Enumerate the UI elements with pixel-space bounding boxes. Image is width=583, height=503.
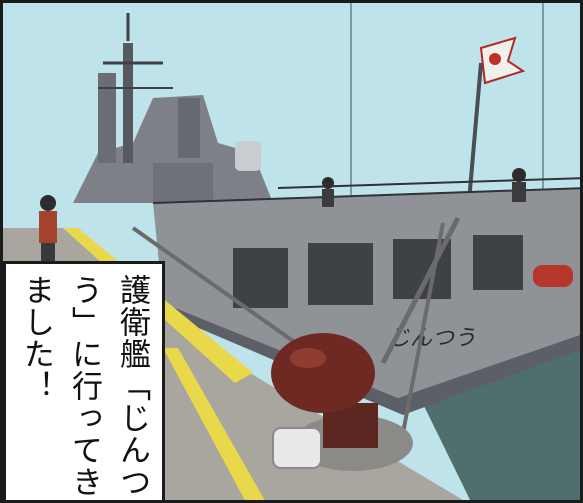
pier-edge-stripe <box>163 348 265 500</box>
crew-figure <box>512 168 526 202</box>
flag-mast <box>466 36 526 214</box>
caption-box: 護衛艦「じんつ う」に行ってき ました！ <box>3 261 165 500</box>
caption-line-3: ました！ <box>18 274 54 402</box>
mooring-bollard <box>271 333 413 471</box>
crew-figure <box>322 177 334 207</box>
ship-superstructure <box>73 13 273 203</box>
visitor-figure <box>39 195 57 263</box>
caption-line-1: 護衛艦「じんつ <box>114 274 150 498</box>
mooring-line <box>131 226 305 350</box>
mooring-line <box>401 222 445 434</box>
caption-line-2: う」に行ってき <box>66 274 102 498</box>
ship-hull <box>152 177 580 415</box>
bag-on-pier <box>272 427 322 469</box>
mooring-line <box>380 216 461 365</box>
ensign-flag <box>479 36 526 85</box>
